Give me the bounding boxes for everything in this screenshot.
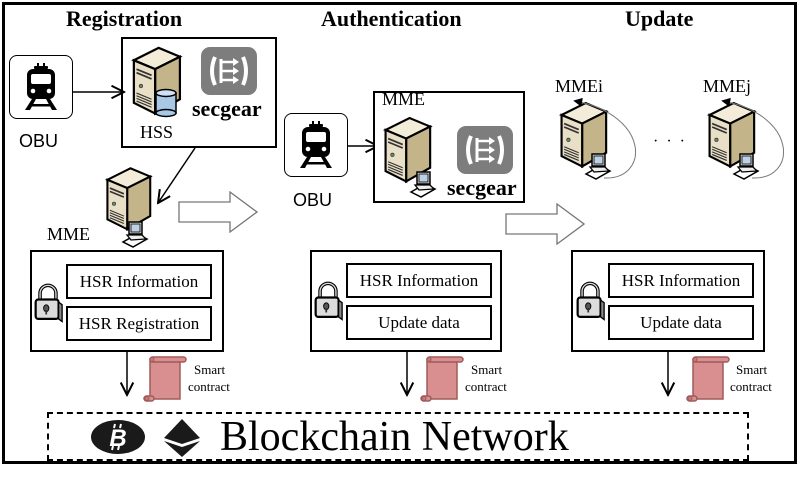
ellipsis: · · · xyxy=(653,133,687,150)
smart-contract-label-update: Smart contract xyxy=(730,361,772,395)
data-item: Update data xyxy=(608,305,754,340)
obu-train-icon-registration xyxy=(9,55,73,119)
smart-contract-label-authentication: Smart contract xyxy=(465,361,507,395)
phase-title-registration: Registration xyxy=(66,6,183,31)
smart-contract-line-1: Smart xyxy=(194,362,226,377)
secgear-label-authentication: secgear xyxy=(447,175,517,200)
bitcoin-icon: B xyxy=(91,420,145,454)
data-item: HSR Information xyxy=(66,264,212,299)
smart-contract-line-1: Smart xyxy=(736,362,768,377)
smart-contract-label-registration: Smart contract xyxy=(188,361,230,395)
diagram-frame xyxy=(2,2,797,464)
data-item: Update data xyxy=(346,305,492,340)
data-item: HSR Registration xyxy=(66,306,212,341)
mme-j-self-loop-arrow xyxy=(721,97,785,179)
mme-i-label: MMEi xyxy=(555,76,604,96)
phase-title-update: Update xyxy=(625,6,694,31)
lock-icon xyxy=(575,280,605,322)
blockchain-network-title: Blockchain Network xyxy=(220,414,569,460)
data-item: HSR Information xyxy=(346,263,492,298)
blockchain-network-box xyxy=(47,412,749,461)
svg-text:B: B xyxy=(109,425,126,452)
data-item: HSR Information xyxy=(608,263,754,298)
hss-to-mme-arrow xyxy=(158,147,196,203)
obu-label-authentication: OBU xyxy=(293,190,333,210)
mme-i-self-loop-arrow xyxy=(573,97,637,179)
smart-contract-line-2: contract xyxy=(465,379,507,394)
obu-label-registration: OBU xyxy=(19,131,59,151)
smart-contract-scroll-icon xyxy=(686,355,730,403)
phase-title-authentication: Authentication xyxy=(321,6,462,31)
mme-label-registration: MME xyxy=(47,224,91,244)
secgear-label-registration: secgear xyxy=(192,96,262,121)
ethereum-icon xyxy=(164,419,200,457)
obu-train-icon-authentication xyxy=(284,113,348,177)
smart-contract-line-2: contract xyxy=(188,379,230,394)
database-icon xyxy=(155,88,177,118)
smart-contract-line-2: contract xyxy=(730,379,772,394)
smart-contract-line-1: Smart xyxy=(471,362,503,377)
mme-j-label: MMEj xyxy=(703,76,752,96)
mme-label-authentication: MME xyxy=(382,89,426,109)
hss-label: HSS xyxy=(140,122,174,142)
